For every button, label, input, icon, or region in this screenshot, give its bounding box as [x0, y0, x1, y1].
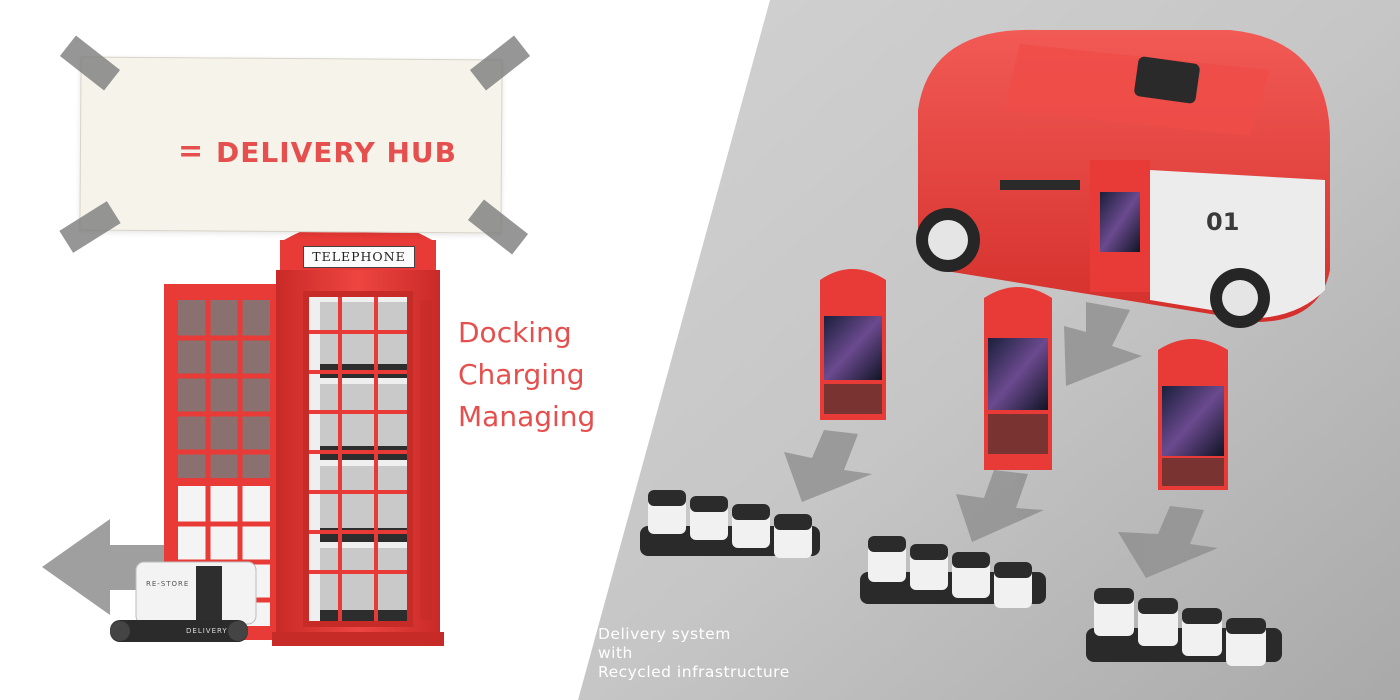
- store-label: RE-STORE: [146, 580, 190, 588]
- flow-arrows: [784, 302, 1218, 578]
- feature-list: Docking Charging Managing: [458, 312, 595, 438]
- large-robot-vehicle: [916, 29, 1330, 328]
- caption-line-3: Recycled infrastructure: [598, 663, 790, 681]
- booth-3: [1158, 339, 1228, 490]
- small-delivery-robot: [110, 561, 257, 642]
- robot-group-1: [640, 490, 820, 558]
- caption-line-1: Delivery system: [598, 625, 731, 643]
- telephone-booth: [272, 207, 444, 646]
- caption: Delivery system with Recycled infrastruc…: [598, 625, 790, 682]
- booth-2: [984, 287, 1052, 470]
- feature-managing: Managing: [458, 400, 596, 433]
- feature-charging: Charging: [458, 358, 585, 391]
- feature-docking: Docking: [458, 316, 572, 349]
- delivery-label: DELIVERY: [186, 627, 228, 635]
- robot-group-3: [1086, 588, 1282, 666]
- robot-group-2: [860, 536, 1046, 608]
- delivery-hub-title: DELIVERY HUB: [216, 136, 457, 169]
- telephone-sign: TELEPHONE: [303, 246, 415, 268]
- robot-number: 01: [1206, 208, 1240, 236]
- booth-1: [820, 269, 886, 420]
- caption-line-2: with: [598, 644, 633, 662]
- poster-equals: =: [178, 134, 204, 169]
